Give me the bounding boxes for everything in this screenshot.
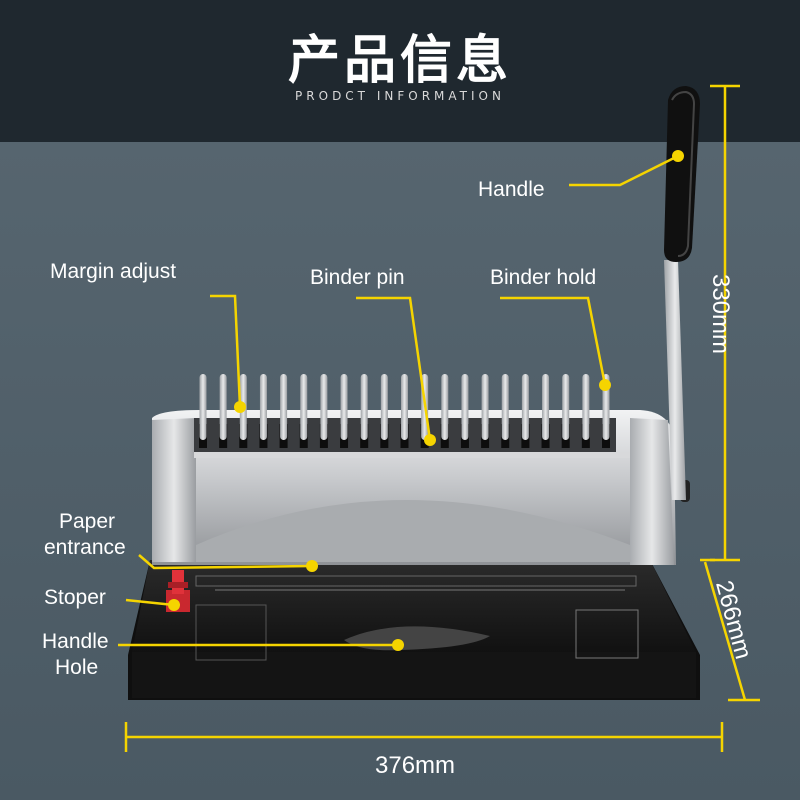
binder-pin (461, 374, 469, 440)
binder-pin (219, 374, 227, 440)
page-subtitle: PRODCT INFORMATION (295, 89, 505, 103)
binder-pin (280, 374, 288, 440)
machine-base (128, 560, 700, 700)
binder-pin (320, 374, 328, 440)
binder-pin (259, 374, 267, 440)
binder-pin (582, 374, 590, 440)
dimension-width: 376mm (375, 752, 456, 779)
binder-pin (562, 374, 570, 440)
label-stoper: Stoper (44, 586, 106, 609)
annotation-lines (118, 84, 760, 752)
binder-pin (300, 374, 308, 440)
machine-body (152, 410, 676, 565)
binder-pin (501, 374, 509, 440)
label-binder-pin: Binder pin (310, 266, 405, 289)
binder-pin (380, 374, 388, 440)
binder-pin (481, 374, 489, 440)
label-handle: Handle (478, 178, 545, 201)
header-banner: 产品信息 PRODCT INFORMATION (0, 0, 800, 142)
label-handle-hole-line1: Handle (42, 630, 109, 653)
binder-pin (340, 374, 348, 440)
label-margin-adjust: Margin adjust (50, 260, 177, 283)
binder-pin (199, 374, 207, 440)
label-handle-hole-line2: Hole (55, 656, 99, 679)
binder-pin (441, 374, 449, 440)
annotation-dots (168, 150, 684, 651)
label-paper-entrance-line2: entrance (44, 536, 126, 559)
dimension-height: 330mm (707, 273, 735, 355)
label-paper-entrance-line1: Paper (59, 510, 116, 533)
binder-pin (521, 374, 529, 440)
label-binder-hold: Binder hold (490, 266, 597, 289)
binder-pin (360, 374, 368, 440)
binder-pins (199, 374, 610, 440)
page-title: 产品信息 (287, 31, 512, 91)
handle-lever (664, 86, 700, 500)
binder-pin (401, 374, 408, 440)
binder-pin (542, 374, 550, 440)
